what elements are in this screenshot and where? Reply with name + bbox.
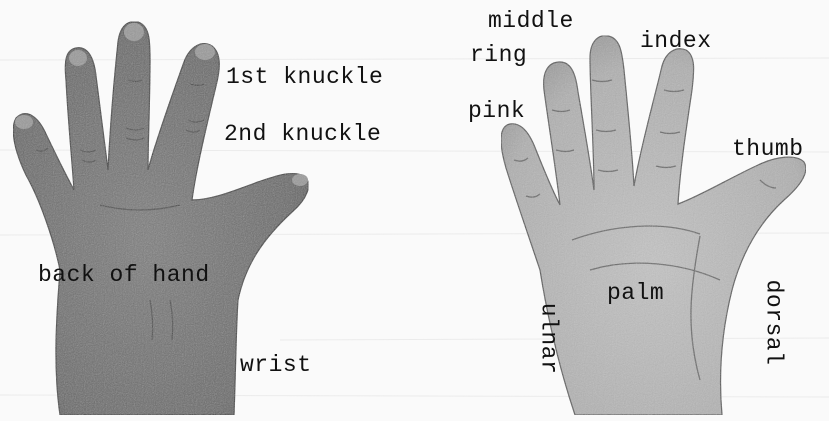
- label-first-knuckle: 1st knuckle: [226, 66, 383, 89]
- label-second-knuckle: 2nd knuckle: [224, 123, 381, 146]
- label-wrist: wrist: [240, 354, 312, 377]
- label-pink: pink: [468, 100, 525, 123]
- label-palm: palm: [607, 282, 664, 305]
- label-dorsal: dorsal: [761, 280, 784, 366]
- label-middle: middle: [488, 10, 574, 33]
- label-back-of-hand: back of hand: [38, 264, 210, 287]
- label-index: index: [640, 30, 712, 53]
- label-thumb: thumb: [732, 138, 804, 161]
- label-ulnar: ulnar: [536, 303, 559, 375]
- label-ring: ring: [470, 44, 527, 67]
